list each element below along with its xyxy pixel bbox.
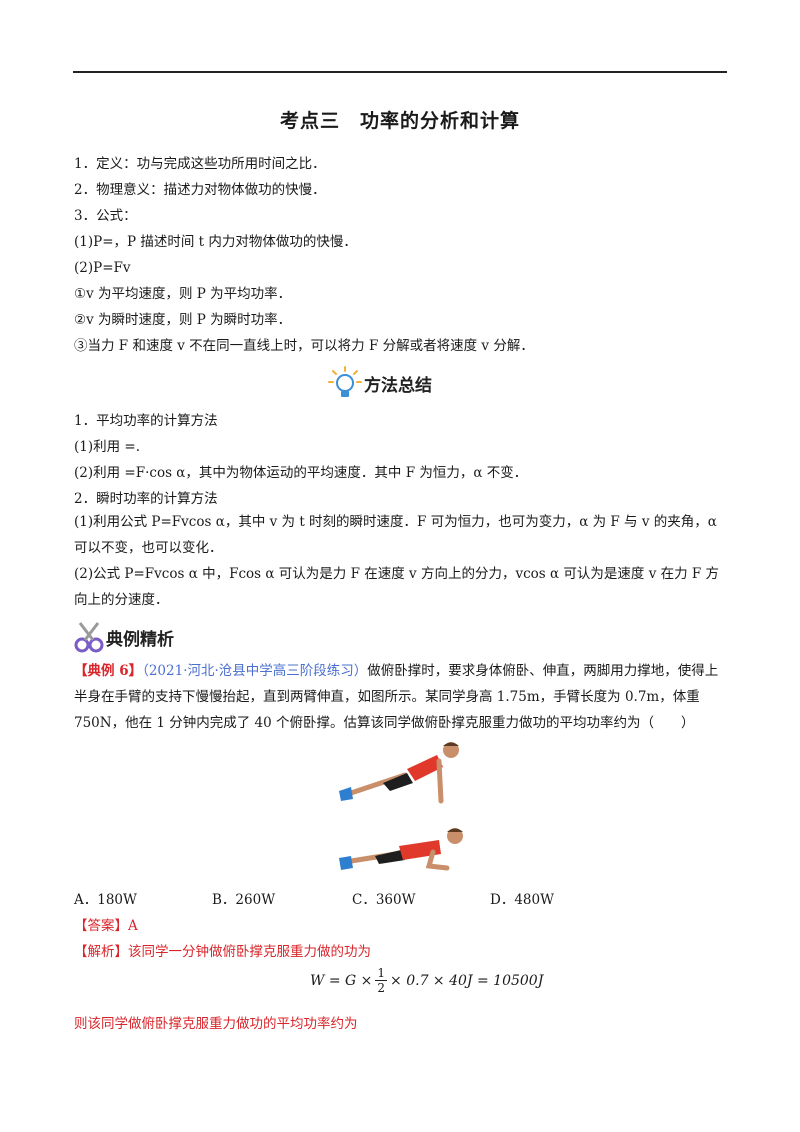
formula-rhs: × 0.7 × 40J = 10500J: [390, 972, 544, 989]
analysis-tag: 【解析】: [74, 944, 128, 960]
fraction-numerator: 1: [375, 966, 388, 981]
work-formula: W = G × 1 2 × 0.7 × 40J = 10500J: [310, 966, 543, 995]
top-rule: [73, 71, 727, 73]
method-paragraph: (1)利用公式 P=Fvcos α，其中 v 为 t 时刻的瞬时速度．F 可为恒…: [74, 514, 717, 556]
option-a: A．180W: [74, 892, 137, 908]
def-line: ①v 为平均速度，则 P 为平均功率．: [74, 286, 292, 302]
example-question: 【典例 6】（2021·河北·沧县中学高三阶段练习）做俯卧撑时，要求身体俯卧、伸…: [74, 658, 730, 736]
example-badge: 典例精析: [72, 620, 174, 654]
analysis-text: 该同学一分钟做俯卧撑克服重力做的功为: [128, 944, 371, 960]
answer-value: A: [128, 918, 138, 934]
option-b: B．260W: [212, 892, 276, 908]
lightbulb-icon: [328, 366, 362, 397]
fraction-denominator: 2: [377, 981, 386, 995]
method-summary-badge: 方法总结: [326, 365, 432, 401]
answer-tag: 【答案】: [74, 918, 128, 934]
def-line: (2)P=Fv: [74, 260, 131, 276]
example-text: 做俯卧撑时，要求身体俯卧、伸直，两脚用力撑地，使得上半身在手臂的支持下慢慢抬起，…: [74, 663, 719, 731]
method-line: 1．平均功率的计算方法: [74, 413, 218, 429]
def-line: 1．定义：功与完成这些功所用时间之比．: [74, 156, 326, 172]
scissors-icon: [74, 622, 104, 653]
def-line: ③当力 F 和速度 v 不在同一直线上时，可以将力 F 分解或者将速度 v 分解…: [74, 338, 534, 354]
method-line: 2．瞬时功率的计算方法: [74, 491, 218, 507]
formula-lhs: W = G ×: [310, 972, 373, 989]
def-line: (1)P=，P 描述时间 t 内力对物体做功的快慢．: [74, 234, 357, 250]
def-line: ②v 为瞬时速度，则 P 为瞬时功率．: [74, 312, 292, 328]
def-line: 2．物理意义：描述力对物体做功的快慢．: [74, 182, 326, 198]
method-line: (2)利用 =F·cos α，其中为物体运动的平均速度．其中 F 为恒力，α 不…: [74, 465, 528, 481]
example-tag: 【典例 6】: [74, 663, 143, 679]
example-badge-label: 典例精析: [106, 629, 174, 650]
conclusion-line: 则该同学做俯卧撑克服重力做功的平均功率约为: [74, 1016, 358, 1032]
page-title: 考点三 功率的分析和计算: [279, 110, 520, 132]
answer-line: 【答案】A: [74, 916, 138, 936]
option-d: D．480W: [490, 892, 554, 908]
pushup-down-figure: [339, 828, 463, 871]
pushup-up-figure: [339, 742, 459, 804]
method-line: (1)利用 =.: [74, 439, 141, 455]
fraction-one-half: 1 2: [375, 966, 388, 995]
option-c: C．360W: [352, 892, 416, 908]
analysis-line: 【解析】该同学一分钟做俯卧撑克服重力做的功为: [74, 942, 371, 962]
def-line: 3．公式：: [74, 208, 137, 224]
example-source: （2021·河北·沧县中学高三阶段练习）: [142, 663, 368, 679]
method-paragraph: (2)公式 P=Fvcos α 中，Fcos α 可认为是力 F 在速度 v 方…: [74, 566, 720, 608]
method-summary-label: 方法总结: [364, 375, 432, 396]
